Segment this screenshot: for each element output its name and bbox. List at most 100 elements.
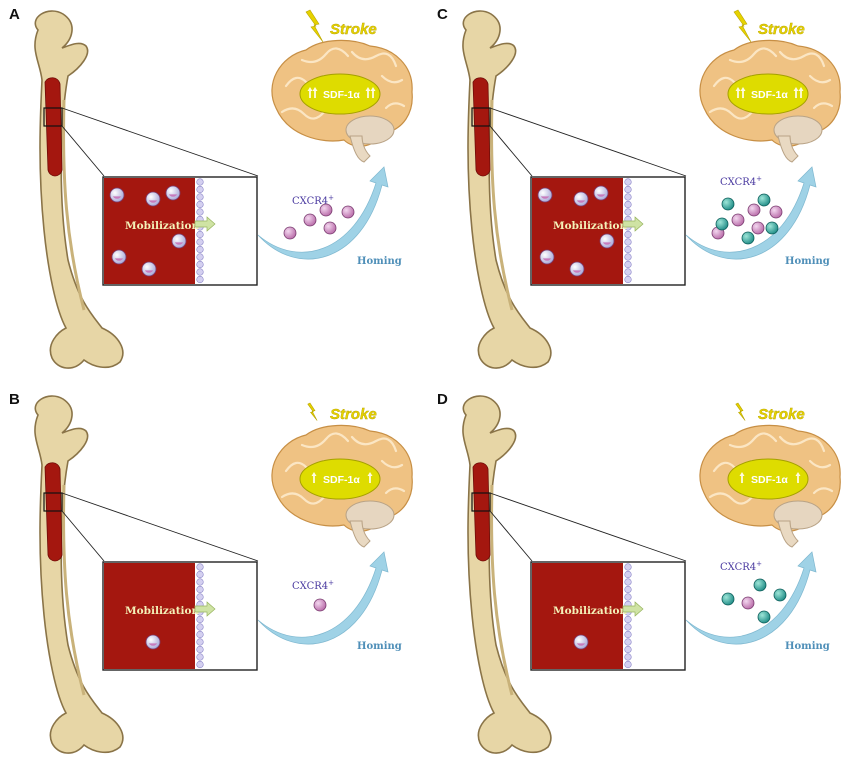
panel-a: AMobilizationHomingCXCR4+SDF-1αStroke: [9, 6, 412, 368]
endothelial-cell: [197, 639, 204, 646]
endothelial-cell: [197, 594, 204, 601]
endothelial-cell: [197, 269, 204, 276]
pink-cell: [538, 188, 552, 202]
pink-cell: [570, 262, 584, 276]
teal-cell: [722, 198, 734, 210]
stroke-label: Stroke: [758, 406, 805, 423]
endothelial-cell: [625, 254, 632, 261]
sdf-label: SDF-1α: [751, 474, 788, 486]
endothelial-cell: [197, 661, 204, 668]
zoom-line: [490, 493, 686, 561]
endothelial-cell: [625, 179, 632, 186]
endothelial-cell: [197, 261, 204, 268]
cxcr4-superscript: +: [756, 175, 762, 183]
marrow-cavity: [45, 463, 62, 561]
endothelial-cell: [197, 194, 204, 201]
sdf-label: SDF-1α: [323, 474, 360, 486]
teal-cell: [758, 194, 770, 206]
lightning-bolt-icon: [736, 403, 745, 421]
sdf-label: SDF-1α: [323, 89, 360, 101]
endothelial-cell: [197, 231, 204, 238]
endothelial-cell: [197, 201, 204, 208]
endothelial-cell: [625, 201, 632, 208]
marrow-cavity: [473, 463, 490, 561]
homing-arrow-icon: [258, 552, 388, 644]
pink-cell: [284, 227, 296, 239]
endothelial-cell: [625, 579, 632, 586]
homing-label: Homing: [357, 256, 402, 267]
stroke-label: Stroke: [330, 21, 377, 38]
endothelial-cell: [625, 239, 632, 246]
teal-cell: [758, 611, 770, 623]
endothelial-cell: [625, 616, 632, 623]
cxcr4-superscript: +: [756, 560, 762, 568]
pink-cell: [742, 597, 754, 609]
endothelial-cell: [625, 194, 632, 201]
cxcr4-superscript: +: [328, 579, 334, 587]
pink-cell: [304, 214, 316, 226]
pink-cell: [314, 599, 326, 611]
pink-cell: [146, 192, 160, 206]
lightning-bolt-icon: [308, 403, 317, 421]
endothelial-cell: [197, 276, 204, 283]
endothelial-cell: [625, 564, 632, 571]
endothelial-cell: [625, 639, 632, 646]
pink-cell: [600, 234, 614, 248]
pink-cell: [732, 214, 744, 226]
endothelial-cell: [197, 624, 204, 631]
zoom-line: [490, 511, 532, 561]
teal-cell: [754, 579, 766, 591]
zoom-line: [62, 108, 258, 176]
mobilization-label: Mobilization: [553, 605, 628, 617]
endothelial-cell: [197, 586, 204, 593]
endothelial-cell: [197, 564, 204, 571]
cxcr4-text: CXCR4: [720, 562, 756, 573]
endothelial-cell: [197, 209, 204, 216]
endothelial-cell: [625, 571, 632, 578]
endothelial-cell: [625, 631, 632, 638]
pink-cell: [540, 250, 554, 264]
mobilization-label: Mobilization: [125, 220, 200, 232]
zoom-line: [490, 126, 532, 176]
lightning-bolt-icon: [734, 10, 751, 42]
mobilization-label: Mobilization: [553, 220, 628, 232]
pink-cell: [320, 204, 332, 216]
teal-cell: [766, 222, 778, 234]
cxcr4-label: CXCR4+: [292, 579, 334, 592]
panel-letter: C: [437, 6, 448, 23]
panel-letter: A: [9, 6, 20, 23]
endothelial-cell: [625, 661, 632, 668]
mobilization-label: Mobilization: [125, 605, 200, 617]
endothelial-cell: [197, 654, 204, 661]
pink-cell: [574, 192, 588, 206]
endothelial-cell: [625, 276, 632, 283]
homing-label: Homing: [785, 256, 830, 267]
homing-label: Homing: [785, 641, 830, 652]
endothelial-cell: [197, 179, 204, 186]
teal-cell: [716, 218, 728, 230]
endothelial-cell: [197, 631, 204, 638]
teal-cell: [722, 593, 734, 605]
marrow-cavity: [473, 78, 490, 176]
endothelial-cell: [197, 254, 204, 261]
endothelial-cell: [197, 616, 204, 623]
zoom-line: [62, 126, 104, 176]
pink-cell: [752, 222, 764, 234]
panel-c: CMobilizationHomingCXCR4+SDF-1αStroke: [437, 6, 840, 368]
homing-label: Homing: [357, 641, 402, 652]
pink-cell: [166, 186, 180, 200]
teal-cell: [742, 232, 754, 244]
endothelial-cell: [625, 624, 632, 631]
pink-cell: [112, 250, 126, 264]
pink-cell: [324, 222, 336, 234]
cxcr4-text: CXCR4: [292, 581, 328, 592]
pink-cell: [574, 635, 588, 649]
endothelial-cell: [197, 579, 204, 586]
endothelial-cell: [197, 246, 204, 253]
endothelial-cell: [197, 571, 204, 578]
pink-cell: [110, 188, 124, 202]
stroke-label: Stroke: [758, 21, 805, 38]
endothelial-cell: [197, 186, 204, 193]
pink-cell: [770, 206, 782, 218]
